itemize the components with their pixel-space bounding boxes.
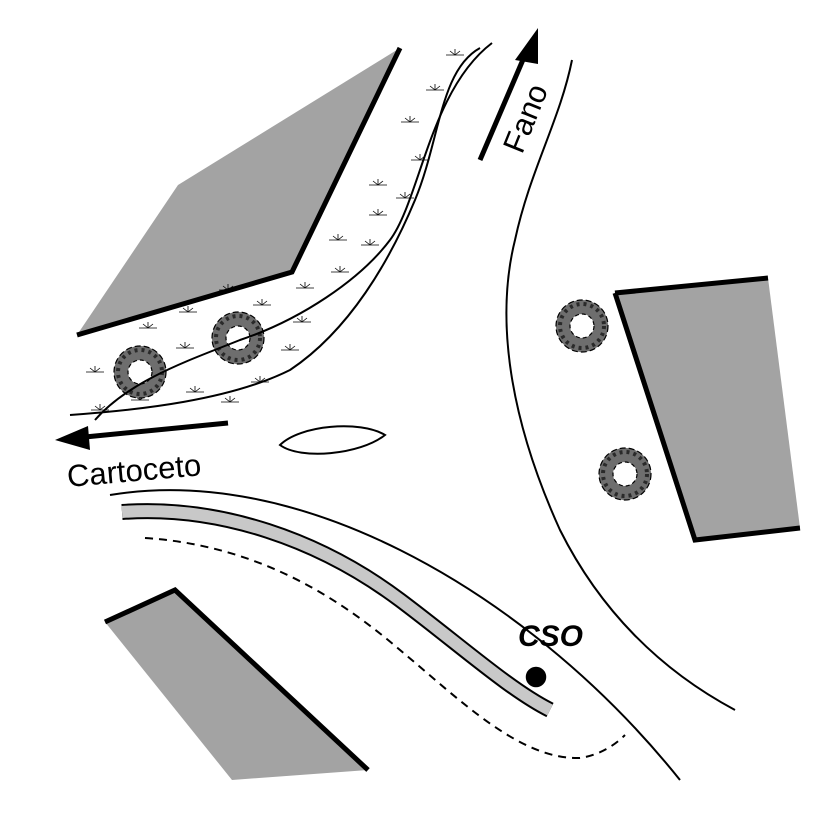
tree-icon <box>210 310 266 366</box>
dashed-pipe-line <box>144 537 626 760</box>
label-cso: CSO <box>518 620 583 653</box>
building-east <box>612 275 801 543</box>
label-fano: Fano <box>496 79 555 158</box>
cso-point-icon <box>524 665 548 689</box>
arrow-icon <box>55 420 229 450</box>
building-northwest <box>76 46 403 338</box>
label-cartoceto: Cartoceto <box>66 447 203 494</box>
channel <box>121 503 554 718</box>
tree-icon <box>112 344 168 400</box>
tree-icon <box>597 446 653 502</box>
building-southwest <box>103 587 370 780</box>
tree-icon <box>554 298 610 354</box>
road-edges <box>69 42 736 781</box>
arrow-icon <box>477 28 538 161</box>
